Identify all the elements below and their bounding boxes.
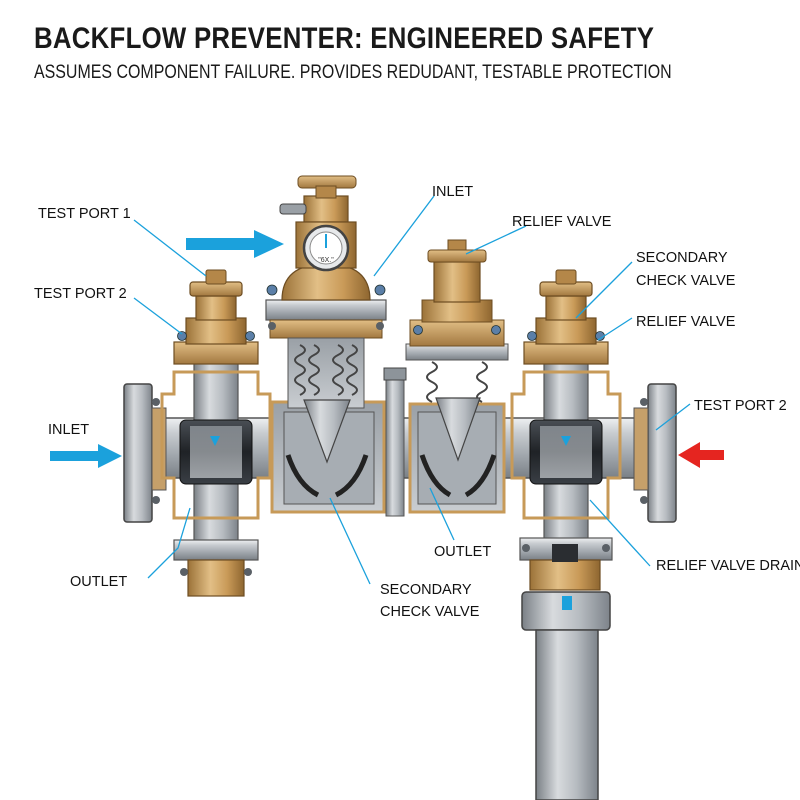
label-secondary-check-bottom-1: SECONDARY — [380, 582, 472, 598]
label-relief-valve-drain: RELIEF VALVE DRAIN — [656, 558, 800, 574]
first-check-valve-body — [265, 175, 387, 514]
label-test-port-2-left: TEST PORT 2 — [34, 286, 127, 302]
flow-arrow-inlet — [50, 444, 122, 468]
label-relief-valve-right: RELIEF VALVE — [636, 314, 736, 330]
second-check-valve-body — [405, 239, 509, 514]
label-secondary-check-top-2: CHECK VALVE — [636, 273, 736, 289]
right-test-assembly — [510, 269, 622, 591]
intermediate-relief-stub — [383, 367, 407, 517]
leader-lines — [133, 195, 691, 585]
label-secondary-check-bottom-2: CHECK VALVE — [380, 604, 480, 620]
relief-drain-pipe — [521, 591, 611, 800]
label-outlet-middle: OUTLET — [434, 544, 491, 560]
spring-left — [294, 344, 320, 396]
spring-right — [332, 344, 358, 396]
label-relief-valve-top: RELIEF VALVE — [512, 214, 612, 230]
backflow-arrow — [678, 442, 724, 468]
pressure-gauge: "6X." — [302, 224, 350, 272]
label-inlet-top: INLET — [432, 184, 473, 200]
gauge-label: "6X." — [318, 257, 334, 264]
right-outlet-flange — [633, 383, 677, 523]
left-test-assembly — [160, 269, 272, 597]
flow-arrow-top — [186, 230, 284, 258]
label-secondary-check-top-1: SECONDARY — [636, 250, 728, 266]
left-inlet-flange — [123, 383, 167, 523]
relief-spring — [426, 361, 488, 403]
label-test-port-1: TEST PORT 1 — [38, 206, 131, 222]
label-inlet-left: INLET — [48, 422, 89, 438]
label-outlet-left: OUTLET — [70, 574, 127, 590]
diagram-title: BACKFLOW PREVENTER: ENGINEERED SAFETY — [34, 22, 655, 55]
label-test-port-2-right: TEST PORT 2 — [694, 398, 787, 414]
diagram-subtitle: ASSUMES COMPONENT FAILURE. PROVIDES REDU… — [34, 62, 672, 83]
